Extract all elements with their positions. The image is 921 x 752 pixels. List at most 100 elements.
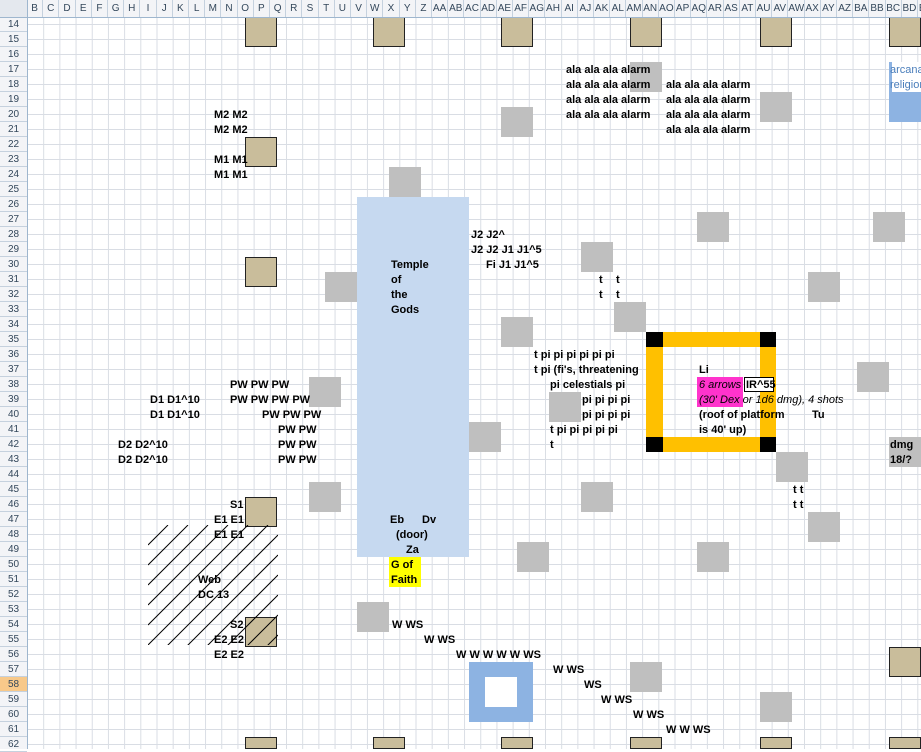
column-header[interactable]: C bbox=[43, 0, 60, 17]
row-header[interactable]: 40 bbox=[0, 407, 27, 422]
column-header[interactable]: AX bbox=[805, 0, 821, 17]
column-header[interactable]: AO bbox=[659, 0, 675, 17]
column-header[interactable]: AM bbox=[626, 0, 643, 17]
row-header[interactable]: 22 bbox=[0, 137, 27, 152]
column-header[interactable]: AZ bbox=[837, 0, 854, 17]
row-header[interactable]: 27 bbox=[0, 212, 27, 227]
column-header[interactable]: AY bbox=[821, 0, 837, 17]
column-header[interactable]: X bbox=[383, 0, 400, 17]
column-header[interactable]: E bbox=[76, 0, 92, 17]
column-header[interactable]: BE bbox=[918, 0, 921, 17]
column-header[interactable]: U bbox=[335, 0, 351, 17]
row-header[interactable]: 50 bbox=[0, 557, 27, 572]
column-header[interactable]: P bbox=[254, 0, 270, 17]
column-header[interactable]: AI bbox=[562, 0, 578, 17]
row-header[interactable]: 43 bbox=[0, 452, 27, 467]
row-header[interactable]: 24 bbox=[0, 167, 27, 182]
row-header[interactable]: 38 bbox=[0, 377, 27, 392]
column-header[interactable]: O bbox=[238, 0, 254, 17]
column-header[interactable]: AB bbox=[448, 0, 465, 17]
row-header[interactable]: 28 bbox=[0, 227, 27, 242]
column-header[interactable]: H bbox=[124, 0, 141, 17]
row-header[interactable]: 48 bbox=[0, 527, 27, 542]
row-header[interactable]: 53 bbox=[0, 602, 27, 617]
row-header[interactable]: 31 bbox=[0, 272, 27, 287]
row-header[interactable]: 25 bbox=[0, 182, 27, 197]
column-header[interactable]: AA bbox=[432, 0, 449, 17]
column-header[interactable]: G bbox=[108, 0, 125, 17]
row-header[interactable]: 46 bbox=[0, 497, 27, 512]
row-header[interactable]: 54 bbox=[0, 617, 27, 632]
row-header[interactable]: 29 bbox=[0, 242, 27, 257]
row-header[interactable]: 61 bbox=[0, 722, 27, 737]
row-header[interactable]: 35 bbox=[0, 332, 27, 347]
row-header[interactable]: 26 bbox=[0, 197, 27, 212]
row-header[interactable]: 41 bbox=[0, 422, 27, 437]
column-header[interactable]: AU bbox=[756, 0, 773, 17]
row-header[interactable]: 58 bbox=[0, 677, 27, 692]
column-header[interactable]: Y bbox=[400, 0, 416, 17]
column-header[interactable]: L bbox=[189, 0, 206, 17]
column-header[interactable]: AD bbox=[481, 0, 497, 17]
column-header[interactable]: W bbox=[367, 0, 384, 17]
column-header[interactable]: T bbox=[319, 0, 335, 17]
column-header[interactable]: F bbox=[92, 0, 108, 17]
row-header[interactable]: 14 bbox=[0, 17, 27, 32]
row-header[interactable]: 33 bbox=[0, 302, 27, 317]
column-header[interactable]: V bbox=[351, 0, 368, 17]
row-header[interactable]: 47 bbox=[0, 512, 27, 527]
column-header[interactable]: AT bbox=[740, 0, 756, 17]
row-header[interactable]: 36 bbox=[0, 347, 27, 362]
column-header[interactable]: Z bbox=[416, 0, 432, 17]
column-header[interactable]: BD bbox=[902, 0, 918, 17]
row-header[interactable]: 18 bbox=[0, 77, 27, 92]
row-header[interactable]: 56 bbox=[0, 647, 27, 662]
column-header[interactable]: AC bbox=[464, 0, 481, 17]
column-header[interactable]: R bbox=[286, 0, 303, 17]
column-header[interactable]: AV bbox=[772, 0, 789, 17]
column-header[interactable]: S bbox=[302, 0, 319, 17]
row-header[interactable]: 45 bbox=[0, 482, 27, 497]
row-header[interactable]: 15 bbox=[0, 32, 27, 47]
column-header[interactable]: AL bbox=[610, 0, 627, 17]
column-header[interactable]: AG bbox=[529, 0, 546, 17]
column-header[interactable]: AR bbox=[707, 0, 724, 17]
column-header[interactable]: K bbox=[173, 0, 189, 17]
row-header[interactable]: 19 bbox=[0, 92, 27, 107]
row-header[interactable]: 17 bbox=[0, 62, 27, 77]
select-all-corner[interactable] bbox=[0, 0, 28, 18]
column-header[interactable]: I bbox=[140, 0, 157, 17]
column-header[interactable]: BB bbox=[869, 0, 886, 17]
row-header[interactable]: 59 bbox=[0, 692, 27, 707]
row-header[interactable]: 42 bbox=[0, 437, 27, 452]
row-header[interactable]: 21 bbox=[0, 122, 27, 137]
column-header[interactable]: AW bbox=[788, 0, 805, 17]
row-header[interactable]: 32 bbox=[0, 287, 27, 302]
column-header[interactable]: AJ bbox=[578, 0, 594, 17]
row-header[interactable]: 16 bbox=[0, 47, 27, 62]
row-header[interactable]: 57 bbox=[0, 662, 27, 677]
row-header[interactable]: 52 bbox=[0, 587, 27, 602]
column-header[interactable]: AE bbox=[497, 0, 513, 17]
column-header[interactable]: AN bbox=[643, 0, 659, 17]
column-header[interactable]: AF bbox=[513, 0, 530, 17]
column-header[interactable]: AH bbox=[545, 0, 562, 17]
row-header[interactable]: 39 bbox=[0, 392, 27, 407]
column-header[interactable]: BC bbox=[886, 0, 902, 17]
column-header[interactable]: Q bbox=[270, 0, 287, 17]
row-header[interactable]: 55 bbox=[0, 632, 27, 647]
row-header[interactable]: 44 bbox=[0, 467, 27, 482]
column-header[interactable]: AS bbox=[724, 0, 740, 17]
row-header[interactable]: 34 bbox=[0, 317, 27, 332]
column-header[interactable]: B bbox=[27, 0, 44, 17]
column-header[interactable]: AP bbox=[675, 0, 692, 17]
column-header[interactable]: BA bbox=[853, 0, 870, 17]
row-header[interactable]: 23 bbox=[0, 152, 27, 167]
row-header[interactable]: 49 bbox=[0, 542, 27, 557]
column-header[interactable]: M bbox=[205, 0, 222, 17]
column-header[interactable]: AQ bbox=[691, 0, 708, 17]
row-header[interactable]: 60 bbox=[0, 707, 27, 722]
column-header[interactable]: N bbox=[221, 0, 238, 17]
row-header[interactable]: 51 bbox=[0, 572, 27, 587]
